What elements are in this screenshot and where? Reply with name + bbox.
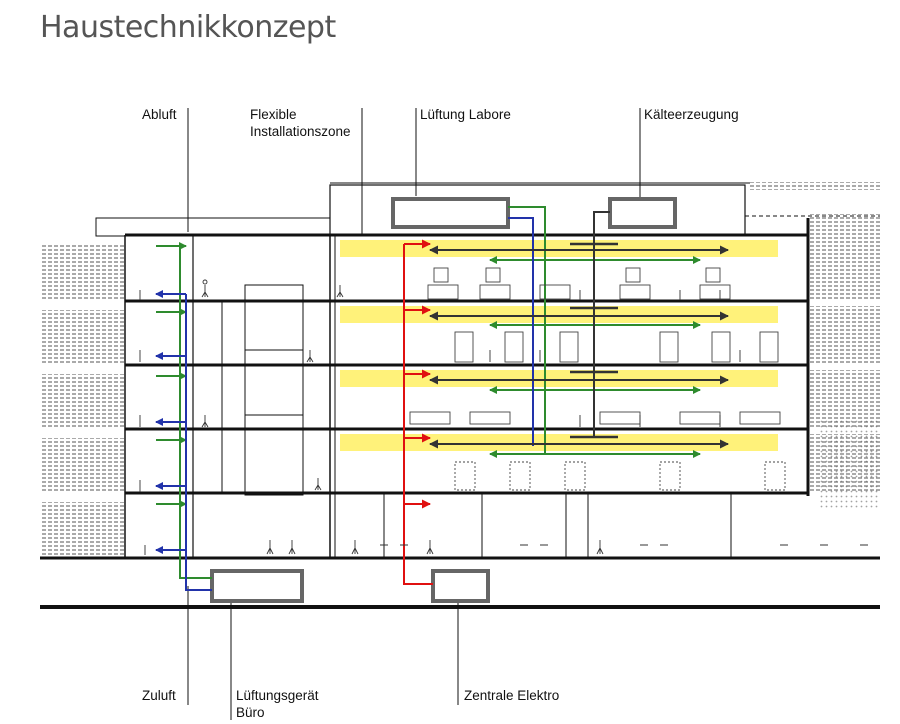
- lueftungsgeraet-buero-unit: [210, 569, 304, 603]
- label-lueftungsgeraet-buero: Lüftungsgerät Büro: [236, 687, 319, 721]
- label-lueftung-labore: Lüftung Labore: [420, 107, 511, 122]
- kaelte-unit: [608, 197, 677, 229]
- label-zuluft: Zuluft: [142, 688, 176, 703]
- zentrale-elektro-unit: [431, 569, 490, 603]
- label-kaelteerzeugung: Kälteerzeugung: [644, 107, 739, 122]
- label-flexible-line2: Installationszone: [250, 124, 351, 139]
- label-abluft: Abluft: [142, 107, 177, 122]
- label-flexible-installationszone: Flexible Installationszone: [250, 106, 351, 140]
- lueftung-labore-unit: [391, 197, 510, 229]
- elektro-lines: [403, 239, 433, 585]
- facade-hatching: [40, 182, 880, 556]
- equipment-boxes: [210, 197, 677, 603]
- zuluft-ducts: [156, 206, 701, 579]
- abluft-ducts: [155, 217, 534, 591]
- kaelte-lines: [429, 211, 729, 449]
- label-lueftungsgeraet-line2: Büro: [236, 705, 265, 720]
- furniture-and-people: [139, 267, 868, 555]
- label-flexible-line1: Flexible: [250, 107, 297, 122]
- label-zentrale-elektro: Zentrale Elektro: [464, 688, 560, 703]
- building-structure: [40, 182, 880, 609]
- page-title: Haustechnikkonzept: [40, 10, 336, 45]
- label-lueftungsgeraet-line1: Lüftungsgerät: [236, 688, 319, 703]
